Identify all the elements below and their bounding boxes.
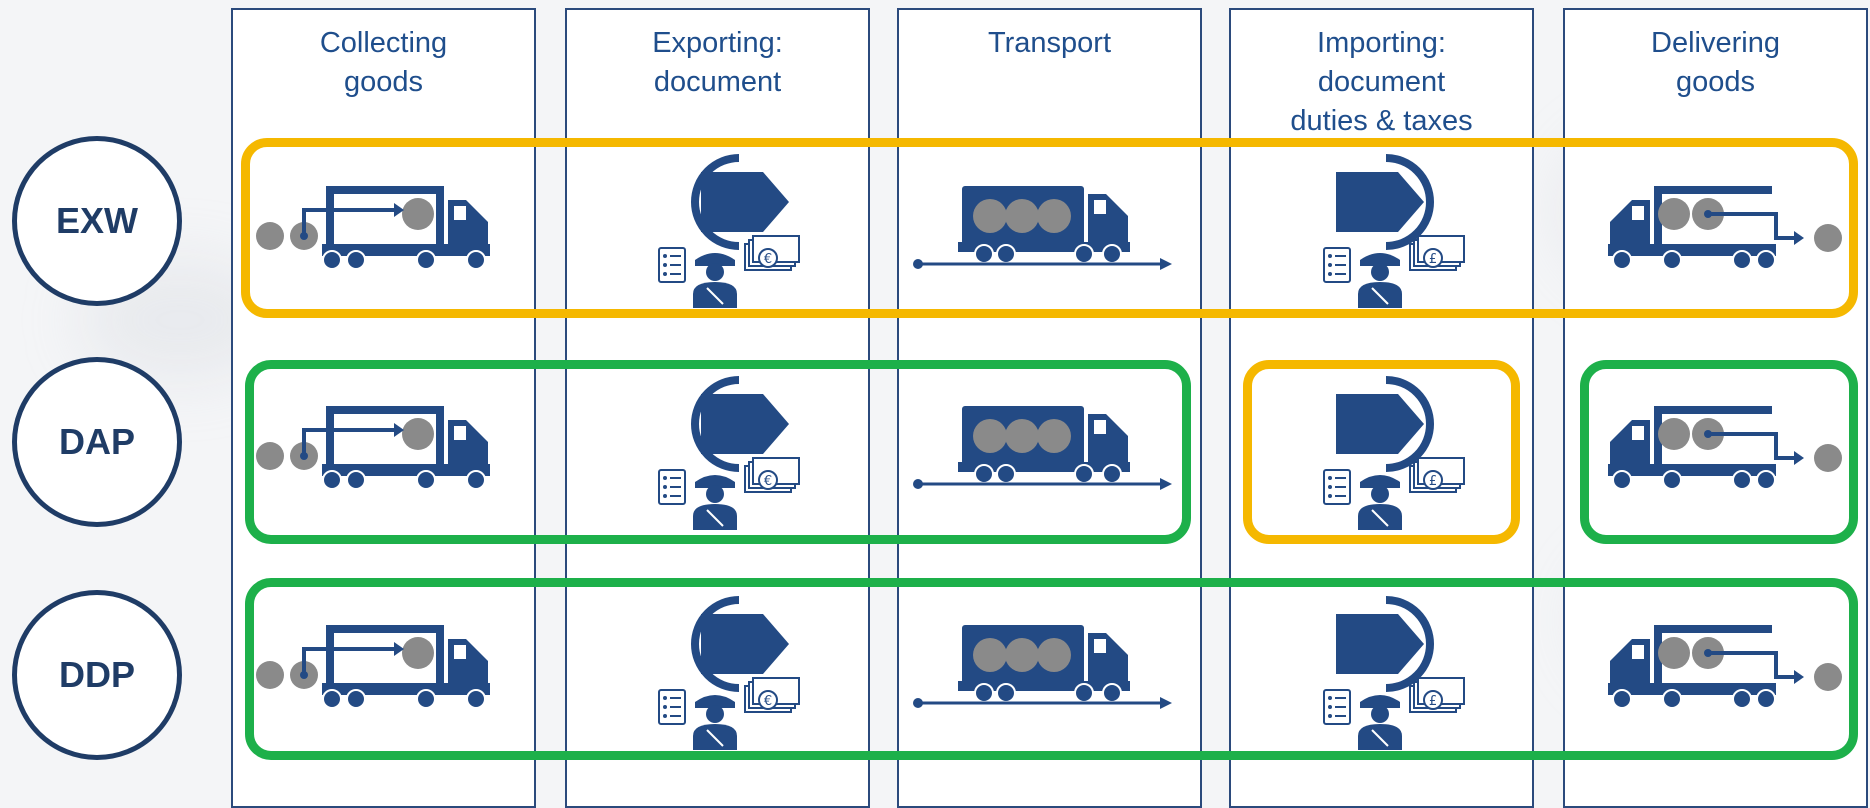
column-header-line: goods bbox=[1675, 66, 1755, 98]
svg-text:£: £ bbox=[1429, 252, 1437, 267]
customs-import-icon: £ bbox=[1323, 596, 1465, 750]
dap-import-buyer-highlight bbox=[1243, 360, 1520, 544]
column-header-line: Importing: bbox=[1317, 27, 1446, 59]
svg-text:€: € bbox=[764, 694, 772, 709]
truck-loading-icon bbox=[256, 186, 490, 270]
row-label-ddp: DDP bbox=[12, 590, 182, 760]
column-header-line: Delivering bbox=[1651, 27, 1780, 59]
dap-delivery-highlight bbox=[1580, 360, 1858, 544]
customs-export-icon: € bbox=[658, 154, 800, 308]
column-header-line: Collecting bbox=[319, 27, 448, 59]
truck-loading-icon bbox=[256, 625, 490, 709]
column-header-transport: Transport bbox=[899, 24, 1200, 63]
truck-unloading-icon bbox=[1608, 186, 1842, 270]
column-header-collecting: Collecting goods bbox=[233, 24, 534, 102]
customs-import-icon: £ bbox=[1323, 376, 1465, 530]
column-header-line: Transport bbox=[987, 27, 1112, 59]
row-label-dap: DAP bbox=[12, 357, 182, 527]
truck-loading-icon bbox=[256, 406, 490, 490]
column-header-line: Exporting: bbox=[652, 27, 783, 59]
column-header-importing: Importing: document duties & taxes bbox=[1231, 24, 1532, 141]
column-header-delivering: Delivering goods bbox=[1565, 24, 1866, 102]
column-header-line: goods bbox=[343, 66, 423, 98]
dap-seller-scope-highlight bbox=[245, 360, 1191, 544]
column-header-exporting: Exporting: document bbox=[567, 24, 868, 102]
exw-seller-scope-highlight bbox=[241, 138, 1858, 318]
truck-transport-icon bbox=[913, 186, 1172, 270]
column-header-line: duties & taxes bbox=[1290, 105, 1473, 137]
svg-text:£: £ bbox=[1429, 694, 1437, 709]
column-header-line: document bbox=[1317, 66, 1446, 98]
truck-unloading-icon bbox=[1608, 625, 1842, 709]
svg-text:€: € bbox=[764, 474, 772, 489]
truck-transport-icon bbox=[913, 625, 1172, 709]
customs-export-icon: € bbox=[658, 376, 800, 530]
customs-import-icon: £ bbox=[1323, 154, 1465, 308]
customs-export-icon: € bbox=[658, 596, 800, 750]
column-header-line: document bbox=[653, 66, 782, 98]
truck-unloading-icon bbox=[1608, 406, 1842, 490]
truck-transport-icon bbox=[913, 406, 1172, 490]
svg-text:£: £ bbox=[1429, 474, 1437, 489]
ddp-seller-scope-highlight bbox=[245, 578, 1858, 760]
row-label-exw: EXW bbox=[12, 136, 182, 306]
svg-text:€: € bbox=[764, 252, 772, 267]
